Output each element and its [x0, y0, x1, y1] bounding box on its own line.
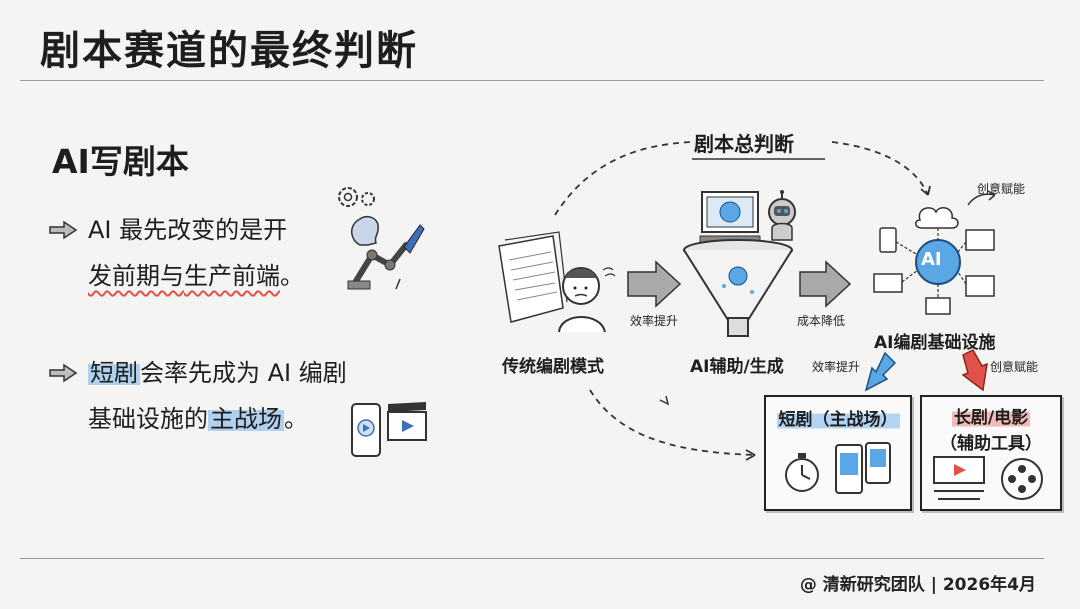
efficiency-arrow-label: 效率提升: [630, 314, 679, 328]
ai-assist-label: AI辅助/生成: [690, 357, 784, 377]
bullet-2-highlight-2: 主战场: [208, 405, 284, 433]
bullet-1-line2a: 发前期与: [88, 262, 184, 290]
footer-credit: @ 清新研究团队 | 2026年4月: [799, 575, 1036, 595]
ai-infra-label: AI编剧基础设施: [874, 333, 996, 353]
arrow-right-icon: [49, 363, 78, 383]
section-title: AI写剧本: [52, 142, 189, 181]
diagram-top-label: 剧本总判断: [694, 132, 794, 156]
page-title: 剧本赛道的最终判断: [40, 28, 418, 74]
short-drama-title: 短剧（主战场）: [776, 410, 900, 430]
bullet-1: AI 最先改变的是开 发前期与生产前端。: [48, 207, 304, 299]
bullet-2-line1: 会率先成为 AI 编剧: [140, 359, 347, 387]
bullet-2: 短剧会率先成为 AI 编剧 基础设施的主战场。: [48, 350, 347, 442]
long-drama-box: 长剧/电影 （辅助工具）: [920, 395, 1062, 511]
arrow-right-icon: [49, 220, 78, 240]
bullet-1-line1: AI 最先改变的是开: [88, 216, 288, 244]
bullet-2-line2c: 。: [284, 405, 308, 433]
top-divider: [20, 80, 1044, 81]
brain-gear-robot-arm-icon: [338, 187, 425, 290]
cost-arrow-label: 成本降低: [797, 314, 846, 328]
creative-top-label: 创意赋能: [977, 182, 1026, 196]
stopwatch-phone-icon: [785, 442, 891, 494]
traditional-mode-label: 传统编剧模式: [502, 357, 604, 377]
bullet-1-line2b: 生产前端: [184, 262, 280, 290]
ai-infrastructure-network-icon: [873, 207, 995, 315]
bottom-divider: [20, 558, 1044, 559]
ai-funnel-icon: [683, 190, 796, 337]
writer-with-scripts-icon: [498, 231, 616, 333]
bullet-1-line2c: 。: [280, 262, 304, 290]
infra-core-label: AI: [921, 249, 942, 270]
efficiency-label: 效率提升: [812, 360, 861, 374]
short-drama-box: 短剧（主战场）: [764, 395, 912, 511]
creative-label: 创意赋能: [990, 360, 1039, 374]
long-drama-subtitle: （辅助工具）: [940, 434, 1042, 454]
top-label-underline: [692, 158, 825, 160]
long-drama-title: 长剧/电影: [951, 408, 1031, 428]
phone-clapperboard-icon: [351, 402, 427, 457]
bullet-2-highlight-1: 短剧: [88, 359, 140, 387]
bullet-2-line2a: 基础设施的: [88, 405, 208, 433]
cinema-film-reel-icon: [933, 456, 1043, 500]
